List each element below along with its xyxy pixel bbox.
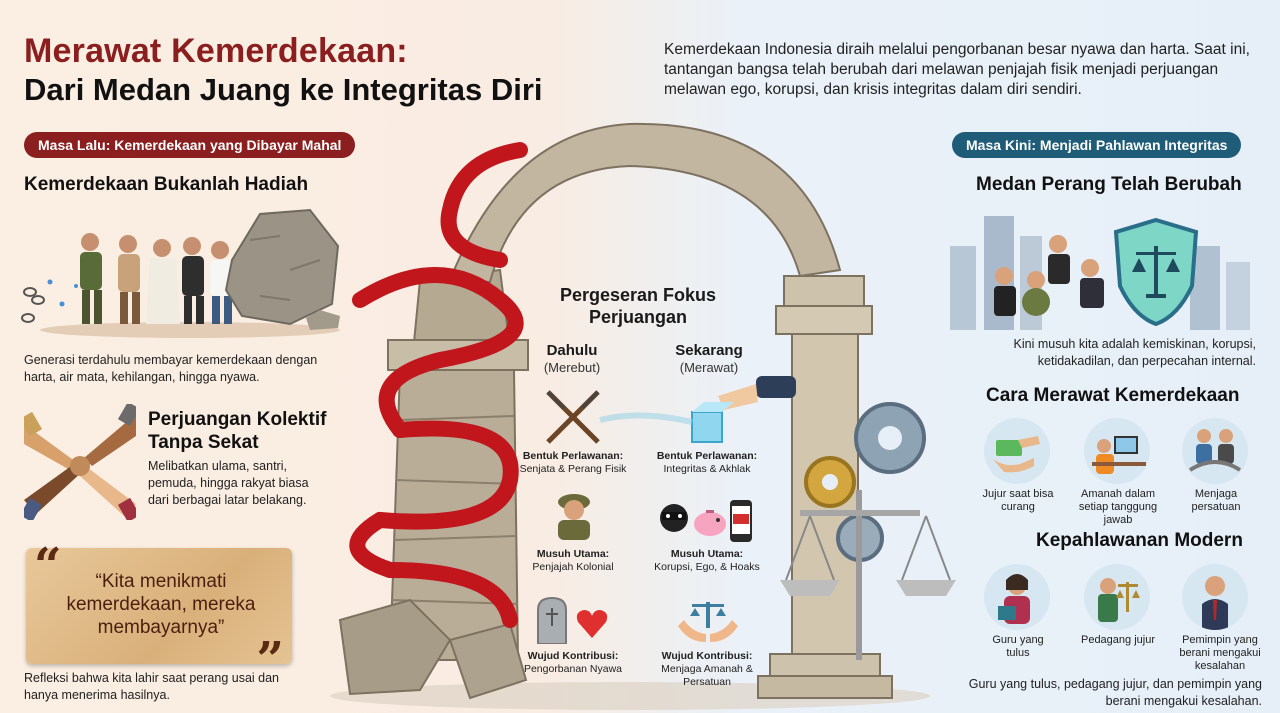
now-item-3-label: Wujud Kontribusi:: [661, 650, 753, 662]
past-item-1: Bentuk Perlawanan: Senjata & Perang Fisi…: [508, 450, 638, 476]
boulder-icon: [224, 208, 340, 330]
gear-icon: [804, 402, 926, 562]
open-quote-icon: “: [34, 538, 62, 594]
hero-item-1: Guru yang tulus: [992, 634, 1044, 659]
caring-item-2: Amanah dalam setiap tanggung jawab: [1078, 488, 1158, 526]
past-column-head: Dahulu: [546, 342, 598, 359]
honest-icon: [984, 418, 1050, 484]
collective-text: Melibatkan ulama, santri, pemuda, hingga…: [148, 459, 309, 507]
modern-heroes-text: Guru yang tulus, pedagang jujur, dan pem…: [968, 677, 1262, 708]
past-item-3-label: Wujud Kontribusi:: [527, 650, 619, 662]
now-column-sub: (Merawat): [679, 360, 739, 375]
now-item-2-value: Korupsi, Ego, & Hoaks: [654, 561, 760, 573]
colonial-soldier-icon: [558, 494, 590, 540]
freedom-fighters-group: [80, 233, 232, 324]
past-item-3: Wujud Kontribusi: Pengorbanan Nyawa: [508, 650, 638, 676]
corruption-icons: [660, 500, 752, 542]
shift-focus-title: Pergeseran Fokus Perjuangan: [559, 285, 717, 327]
masked-thief-icon: [660, 504, 688, 532]
leader-icon: [1182, 564, 1248, 630]
grave-and-heart-icon: [537, 596, 608, 644]
section-title-not-a-gift: Kemerdekaan Bukanlah Hadiah: [24, 174, 309, 195]
section-title-caring-freedom: Cara Merawat Kemerdekaan: [986, 385, 1240, 406]
section-title-modern-heroes: Kepahlawanan Modern: [1036, 530, 1243, 551]
past-item-1-label: Bentuk Perlawanan:: [522, 450, 624, 462]
united-hands-icon: [24, 404, 136, 520]
hands-holding-scale-icon: [678, 602, 738, 642]
honest-merchant-icon: [1084, 564, 1150, 630]
teacher-icon: [984, 564, 1050, 630]
past-section-pill: Masa Lalu: Kemerdekaan yang Dibayar Maha…: [24, 132, 356, 158]
now-item-3: Wujud Kontribusi: Menjaga Amanah & Persa…: [642, 650, 772, 689]
arch-top: [448, 122, 842, 284]
crossed-rifles-icon: [546, 390, 600, 444]
intro-paragraph: Kemerdekaan Indonesia diraih melalui pen…: [664, 41, 1250, 98]
section-title-battlefield-changed: Medan Perang Telah Berubah: [976, 174, 1242, 195]
past-item-2-value: Penjajah Kolonial: [532, 561, 614, 573]
water-drops: [47, 279, 78, 307]
quote-parchment: “ “Kita menikmati kemerdekaan, mereka me…: [26, 542, 292, 684]
now-item-1-label: Bentuk Perlawanan:: [656, 450, 758, 462]
battlefield-changed-text: Kini musuh kita adalah kemiskinan, korup…: [1013, 337, 1256, 368]
collective-title-line1: Perjuangan Kolektif: [148, 409, 327, 430]
past-item-1-value: Senjata & Perang Fisik: [519, 463, 627, 475]
corrupt-figures: [994, 235, 1104, 316]
integrity-shield-icon: [1113, 217, 1199, 327]
now-item-2: Musuh Utama: Korupsi, Ego, & Hoaks: [642, 548, 772, 574]
now-item-1-value: Integritas & Akhlak: [663, 463, 751, 475]
struggle-illustration: [21, 208, 340, 338]
caring-item-1: Jujur saat bisa curang: [982, 488, 1054, 513]
collective-title-line2: Tanpa Sekat: [148, 432, 259, 453]
not-a-gift-text: Generasi terdahulu membayar kemerdekaan …: [24, 353, 318, 384]
red-ribbon: [349, 142, 528, 628]
caring-item-3: Menjaga persatuan: [1191, 488, 1241, 513]
hero-item-3: Pemimpin yang berani mengakui kesalahan: [1179, 634, 1261, 672]
past-item-2-label: Musuh Utama:: [536, 548, 610, 560]
past-item-2: Musuh Utama: Penjajah Kolonial: [508, 548, 638, 574]
handshake-unity-icon: [1182, 418, 1248, 484]
section-title-collective: Perjuangan Kolektif Tanpa Sekat: [148, 408, 326, 454]
now-column-head: Sekarang: [675, 342, 743, 359]
hand-with-cube-icon: [691, 376, 796, 443]
close-quote-icon: ”: [256, 632, 284, 688]
now-item-1: Bentuk Perlawanan: Integritas & Akhlak: [642, 450, 772, 476]
page-title-line1: Merawat Kemerdekaan:: [24, 32, 408, 70]
now-item-3-value: Menjaga Amanah & Persatuan: [661, 663, 753, 688]
now-item-2-label: Musuh Utama:: [670, 548, 744, 560]
piggy-bank-icon: [694, 510, 726, 536]
past-item-3-value: Pengorbanan Nyawa: [523, 663, 623, 675]
quote-caption: Refleksi bahwa kita lahir saat perang us…: [24, 671, 280, 702]
present-section-pill: Masa Kini: Menjadi Pahlawan Integritas: [952, 132, 1242, 158]
hoax-phone-icon: [730, 500, 752, 542]
page-title-line2: Dari Medan Juang ke Integritas Diri: [24, 72, 543, 107]
trustworthy-worker-icon: [1084, 418, 1150, 484]
justice-scale-icon: [780, 490, 956, 660]
modern-city-battle-illustration: [950, 216, 1250, 330]
past-column-sub: (Merebut): [543, 360, 601, 375]
hero-item-2: Pedagang jujur: [1080, 634, 1155, 646]
broken-arch-illustration: [330, 122, 956, 710]
quote-text: “Kita menikmati kemerdekaan, mereka memb…: [66, 571, 256, 638]
